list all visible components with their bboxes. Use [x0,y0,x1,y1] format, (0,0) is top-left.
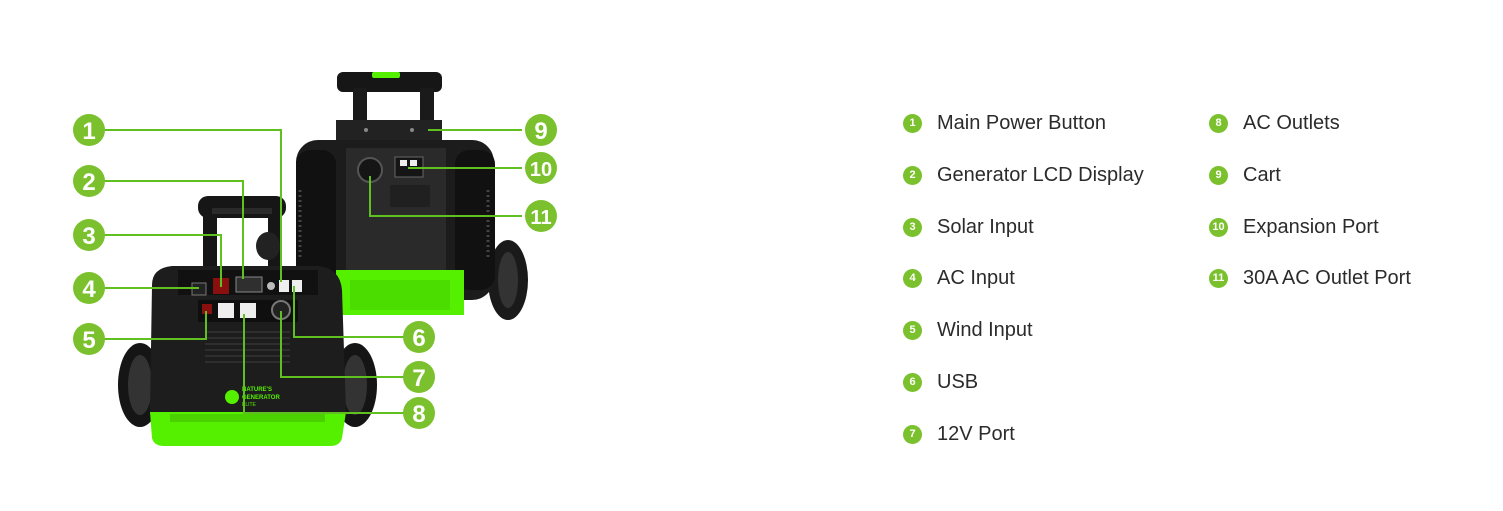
legend-item-solar-input: 3 Solar Input [903,214,1034,240]
legend-item-main-power-button: 1 Main Power Button [903,110,1106,136]
legend-label: USB [937,370,979,393]
logo-line1: NATURE'S [242,387,272,393]
legend-item-cart: 9 Cart [1209,162,1281,188]
callout-2: 2 [73,165,105,197]
svg-text:2: 2 [82,169,95,196]
legend-label: Solar Input [937,215,1034,238]
legend-number-badge: 8 [1209,113,1228,133]
legend-number-badge: 4 [903,268,922,288]
legend-label: 30A AC Outlet Port [1243,266,1411,289]
legend-label: AC Input [937,266,1015,289]
leader-11 [369,176,522,217]
logo-line3: ELITE [242,402,257,408]
callout-3: 3 [73,219,105,251]
svg-text:10: 10 [530,159,552,181]
logo-line2: GENERATOR [242,395,280,401]
legend-label: Cart [1243,163,1281,186]
legend-number-badge: 9 [1209,165,1228,185]
leader-8 [243,314,406,414]
legend-label: AC Outlets [1243,111,1340,134]
callout-4: 4 [73,272,105,304]
generator-illustration: NATURE'S GENERATOR ELITE 1 2 3 4 5 6 7 8… [73,72,557,446]
leader-2 [104,180,244,279]
legend-item-30a-ac-outlet-port: 11 30A AC Outlet Port [1209,265,1411,291]
legend-label: Main Power Button [937,111,1106,134]
legend-item-expansion-port: 10 Expansion Port [1209,214,1379,240]
svg-text:7: 7 [412,365,425,392]
svg-text:3: 3 [82,223,95,250]
svg-text:6: 6 [412,325,425,352]
legend-number-badge: 5 [903,320,922,340]
leader-7 [280,311,406,378]
front-generator: NATURE'S GENERATOR ELITE [118,196,377,446]
legend-item-generator-lcd-display: 2 Generator LCD Display [903,162,1144,188]
legend-number-badge: 2 [903,165,922,185]
component-legend: 1 Main Power Button 2 Generator LCD Disp… [903,108,1483,468]
svg-text:11: 11 [530,207,551,229]
callout-5: 5 [73,323,105,355]
callout-9: 9 [525,114,557,146]
svg-text:8: 8 [412,401,425,428]
product-diagram: NATURE'S GENERATOR ELITE 1 2 3 4 5 6 7 8… [0,0,720,506]
legend-item-ac-outlets: 8 AC Outlets [1209,110,1340,136]
legend-label: Expansion Port [1243,215,1379,238]
svg-text:5: 5 [82,327,95,354]
legend-item-wind-input: 5 Wind Input [903,317,1033,343]
legend-item-usb: 6 USB [903,369,978,395]
legend-number-badge: 1 [903,113,922,133]
leader-lines [104,129,522,414]
legend-number-badge: 6 [903,372,922,392]
brand-logo: NATURE'S GENERATOR ELITE [225,387,280,408]
leader-3 [104,234,222,287]
callout-11: 11 [525,200,557,232]
callout-10: 10 [525,152,557,184]
callout-8: 8 [403,397,435,429]
legend-number-badge: 10 [1209,217,1228,237]
callout-7: 7 [403,361,435,393]
leader-6 [293,286,406,338]
legend-number-badge: 7 [903,424,922,444]
legend-label: Wind Input [937,318,1033,341]
legend-item-ac-input: 4 AC Input [903,265,1015,291]
leader-1 [104,129,282,282]
svg-text:1: 1 [82,118,95,145]
leader-5 [104,311,207,340]
svg-text:9: 9 [534,118,547,145]
svg-text:4: 4 [82,276,96,303]
legend-item-12v-port: 7 12V Port [903,421,1015,447]
callout-6: 6 [403,321,435,353]
callout-1: 1 [73,114,105,146]
legend-label: 12V Port [937,422,1015,445]
legend-label: Generator LCD Display [937,163,1144,186]
legend-number-badge: 3 [903,217,922,237]
legend-number-badge: 11 [1209,268,1228,288]
